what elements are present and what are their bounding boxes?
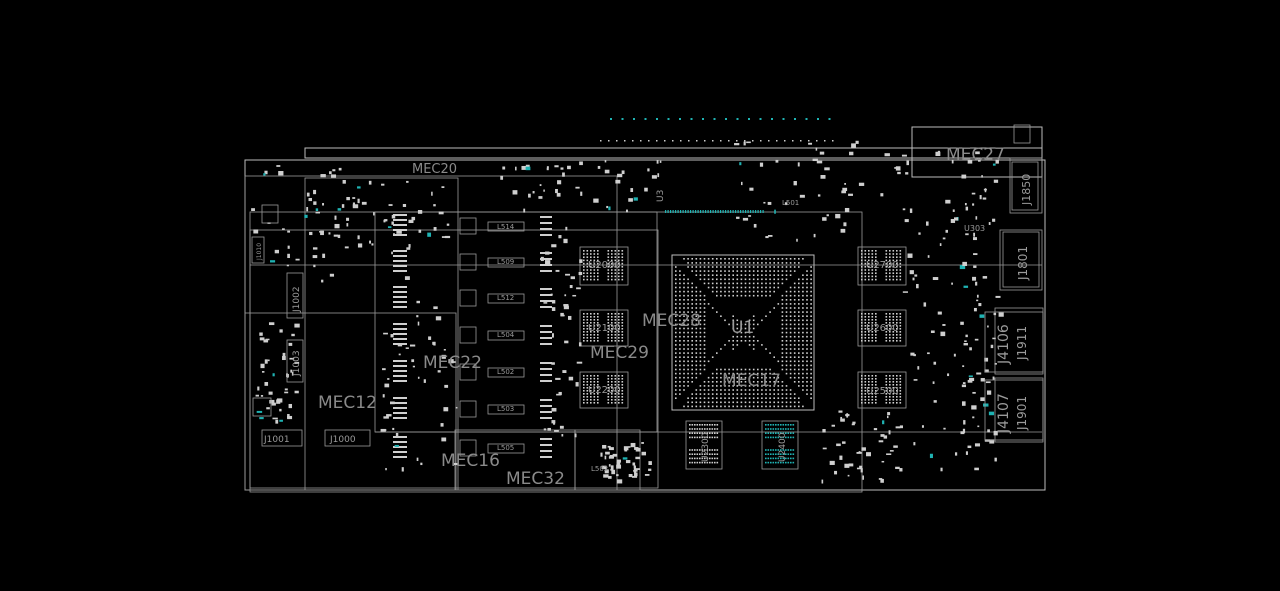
mec28-label: MEC28 (642, 311, 701, 331)
l502-label: L502 (497, 368, 514, 376)
mec27-label: MEC27 (946, 145, 1005, 165)
j4107-label: J4107 (996, 393, 1012, 434)
l501-label: L501 (782, 199, 799, 207)
u2100-label: U2100 (588, 323, 621, 334)
left-connectors (251, 204, 371, 447)
u2400-label: U2400 (778, 432, 788, 462)
j1850-label: J1850 (1020, 174, 1033, 206)
mec22-label: MEC22 (423, 353, 482, 373)
j1911-label: J1911 (1015, 326, 1029, 361)
u2500-label: U2500 (866, 386, 899, 397)
u1-label: U1 (731, 318, 754, 338)
u2600-label: U2600 (866, 323, 899, 334)
board-outlines (244, 126, 1046, 493)
j1901-label: J1901 (1015, 396, 1029, 431)
l504-label: L504 (497, 331, 515, 339)
l503-label: L503 (497, 405, 514, 413)
l512-label: L512 (497, 294, 514, 302)
j4106-label: J4106 (996, 324, 1012, 365)
j1001-label: J1001 (263, 435, 290, 445)
mec16-label: MEC16 (441, 451, 500, 471)
u2200-label: U2200 (588, 385, 621, 396)
j1000-label: J1000 (329, 435, 356, 445)
j1002-label: J1002 (292, 286, 302, 313)
j1010-label: J1010 (256, 243, 263, 261)
u303-label: U303 (964, 224, 985, 233)
mec20-label: MEC20 (412, 162, 457, 177)
l505-label: L505 (497, 444, 514, 452)
mec29-label: MEC29 (590, 343, 649, 363)
u2700-label: U2700 (866, 260, 899, 271)
l509-label: L509 (497, 258, 514, 266)
mec12-label: MEC12 (318, 393, 377, 413)
j1801-label: J1801 (1016, 246, 1030, 281)
top-dot-row (600, 118, 834, 213)
right-connectors (984, 124, 1044, 441)
l514-label: L514 (497, 223, 515, 231)
mec32-label: MEC32 (506, 469, 565, 489)
u3-label: U3 (656, 190, 666, 202)
j1003-label: J1003 (292, 350, 302, 377)
chip-u1 (671, 254, 815, 411)
l502b-label: L502 (591, 465, 608, 473)
mec17-label: MEC17 (722, 371, 781, 391)
u2000-label: U2000 (588, 260, 621, 271)
memory-chips (579, 246, 907, 470)
inductor-column (393, 214, 552, 458)
u2300-label: U2300 (701, 432, 711, 462)
